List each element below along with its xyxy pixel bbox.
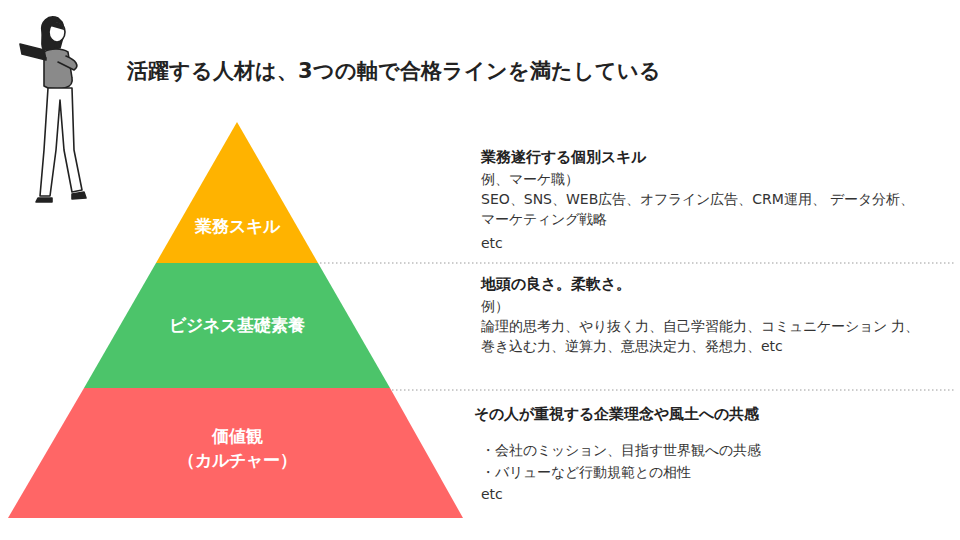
band-label: （カルチャー）	[178, 450, 297, 470]
description-text: etc	[481, 484, 955, 504]
description-text: ・会社のミッション、目指す世界観への共感	[481, 440, 955, 460]
woman-illustration	[20, 17, 86, 202]
description-text: 例、マーケ職）	[481, 169, 955, 189]
description-text: 論理的思考力、やり抜く力、自己学習能力、コミュニケーション 力、巻き込む力、逆算…	[481, 316, 955, 357]
pyramid-band: ビジネス基礎素養	[80, 263, 394, 389]
band-label: ビジネス基礎素養	[169, 315, 305, 335]
band-label: 価値観	[212, 426, 263, 446]
band-label: 業務スキル	[195, 216, 280, 236]
pyramid-band: 価値観 （カルチャー）	[6, 388, 466, 520]
section-heading: 業務遂行する個別スキル	[481, 147, 955, 169]
description-text: ・バリューなど行動規範との相性	[481, 462, 955, 482]
section-heading: その人が重視する企業理念や風土への共感	[474, 404, 955, 426]
description-text: SEO、SNS、WEB広告、オフライン広告、CRM運用、 データ分析、マーケティ…	[481, 189, 955, 230]
pyramid-band: 業務スキル	[150, 120, 324, 264]
band-fill	[8, 388, 463, 518]
description-text: etc	[481, 233, 955, 253]
slide-title: 活躍する人材は、3つの軸で合格ラインを満たしている	[127, 57, 661, 85]
band-fill	[156, 122, 318, 263]
dotted-separator	[392, 390, 955, 391]
band-shape	[150, 120, 324, 264]
description-text: 例）	[481, 296, 955, 316]
section-heading: 地頭の良さ。柔軟さ。	[481, 274, 955, 296]
dotted-separator	[320, 263, 955, 264]
band-fill	[84, 263, 390, 388]
